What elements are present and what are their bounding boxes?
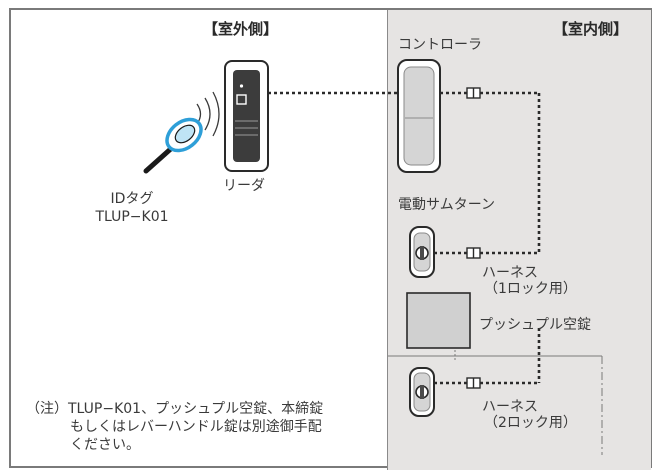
id-tag-label: IDタグ TLUP−K01 (80, 190, 184, 226)
wiring-diagram: 【室外側】 【室内側】 コントローラ リーダ IDタグ TLUP−K01 電動サ… (9, 8, 652, 470)
footnote-text1: TLUP−K01、プッシュプル空錠、本締錠 (68, 401, 324, 417)
id-tag-label-line1: IDタグ (110, 191, 154, 207)
id-tag-label-line2: TLUP−K01 (95, 209, 169, 225)
id-tag-icon (143, 117, 203, 174)
footnote: （注）TLUP−K01、プッシュプル空錠、本締錠 もしくはレバーハンドル錠は別途… (26, 400, 323, 454)
wires (268, 91, 541, 385)
footnote-line3: ください。 (70, 437, 140, 453)
connector-icon (466, 247, 481, 259)
harness1-label-line2: （1ロック用） (484, 281, 577, 297)
harness2-label-line2: （2ロック用） (484, 415, 577, 431)
lower-lock-icon (409, 367, 435, 417)
diagram-graphics (143, 59, 603, 455)
push-pull-lock-icon (406, 292, 471, 349)
controller-label: コントローラ (398, 37, 482, 53)
harness1-label-line1: ハーネス (482, 265, 538, 281)
footnote-line1: （注）TLUP−K01、プッシュプル空錠、本締錠 (26, 400, 323, 418)
harness2-label-line1: ハーネス (482, 399, 538, 415)
connector-icon (466, 87, 481, 99)
footnote-line2: もしくはレバーハンドル錠は別途御手配 (70, 419, 322, 435)
reader-label: リーダ (223, 178, 265, 194)
reader-icon (224, 60, 269, 172)
outdoor-heading: 【室外側】 (203, 20, 279, 38)
connector-icon (466, 377, 481, 389)
footnote-prefix: （注） (26, 401, 68, 417)
thumbturn-label: 電動サムターン (398, 197, 496, 213)
push-pull-lock-label: プッシュプル空錠 (479, 317, 591, 333)
controller-icon (397, 59, 441, 173)
indoor-heading: 【室内側】 (553, 20, 629, 38)
door-outline (388, 350, 603, 455)
thumbturn-icon (409, 226, 435, 278)
